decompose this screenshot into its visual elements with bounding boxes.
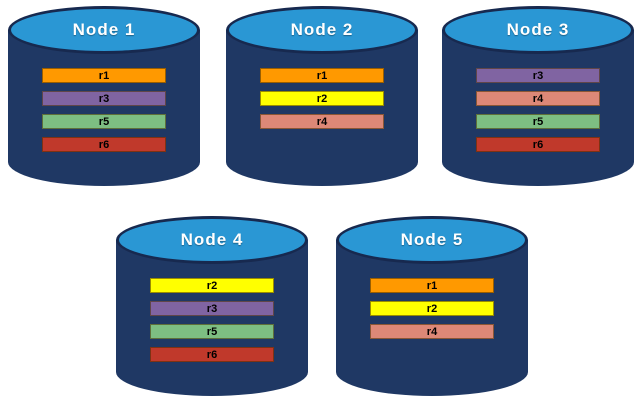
- node-title: Node 1: [72, 20, 136, 39]
- node-title: Node 3: [506, 20, 570, 39]
- cylinder-top: Node 1: [8, 6, 200, 54]
- cylinder-body: [226, 30, 418, 186]
- record-stack: r1 r3 r5 r6: [42, 68, 166, 152]
- cylinder-body: [116, 240, 308, 396]
- record-bar: r5: [150, 324, 274, 339]
- record-bar: r3: [150, 301, 274, 316]
- record-bar: r1: [260, 68, 384, 83]
- record-stack: r3 r4 r5 r6: [476, 68, 600, 152]
- cylinder-top: Node 5: [336, 216, 528, 264]
- node-title: Node 2: [290, 20, 354, 39]
- node-cylinder-1: Node 1 r1 r3 r5 r6: [8, 6, 200, 188]
- node-cylinder-3: Node 3 r3 r4 r5 r6: [442, 6, 634, 188]
- record-bar: r1: [42, 68, 166, 83]
- record-stack: r1 r2 r4: [260, 68, 384, 129]
- node-title: Node 4: [180, 230, 244, 249]
- record-bar: r4: [370, 324, 494, 339]
- cylinder-body: [8, 30, 200, 186]
- record-bar: r3: [476, 68, 600, 83]
- cylinder-top: Node 3: [442, 6, 634, 54]
- record-bar: r5: [476, 114, 600, 129]
- node-cylinder-2: Node 2 r1 r2 r4: [226, 6, 418, 188]
- record-bar: r2: [370, 301, 494, 316]
- record-bar: r6: [476, 137, 600, 152]
- cylinder-top: Node 2: [226, 6, 418, 54]
- node-title: Node 5: [400, 230, 464, 249]
- record-bar: r4: [476, 91, 600, 106]
- node-cylinder-5: Node 5 r1 r2 r4: [336, 216, 528, 398]
- record-stack: r1 r2 r4: [370, 278, 494, 339]
- record-bar: r6: [42, 137, 166, 152]
- record-bar: r5: [42, 114, 166, 129]
- record-bar: r2: [150, 278, 274, 293]
- cylinder-body: [336, 240, 528, 396]
- cylinder-top: Node 4: [116, 216, 308, 264]
- record-bar: r2: [260, 91, 384, 106]
- cylinder-body: [442, 30, 634, 186]
- record-bar: r3: [42, 91, 166, 106]
- record-bar: r6: [150, 347, 274, 362]
- record-bar: r1: [370, 278, 494, 293]
- record-bar: r4: [260, 114, 384, 129]
- node-cylinder-4: Node 4 r2 r3 r5 r6: [116, 216, 308, 398]
- record-stack: r2 r3 r5 r6: [150, 278, 274, 362]
